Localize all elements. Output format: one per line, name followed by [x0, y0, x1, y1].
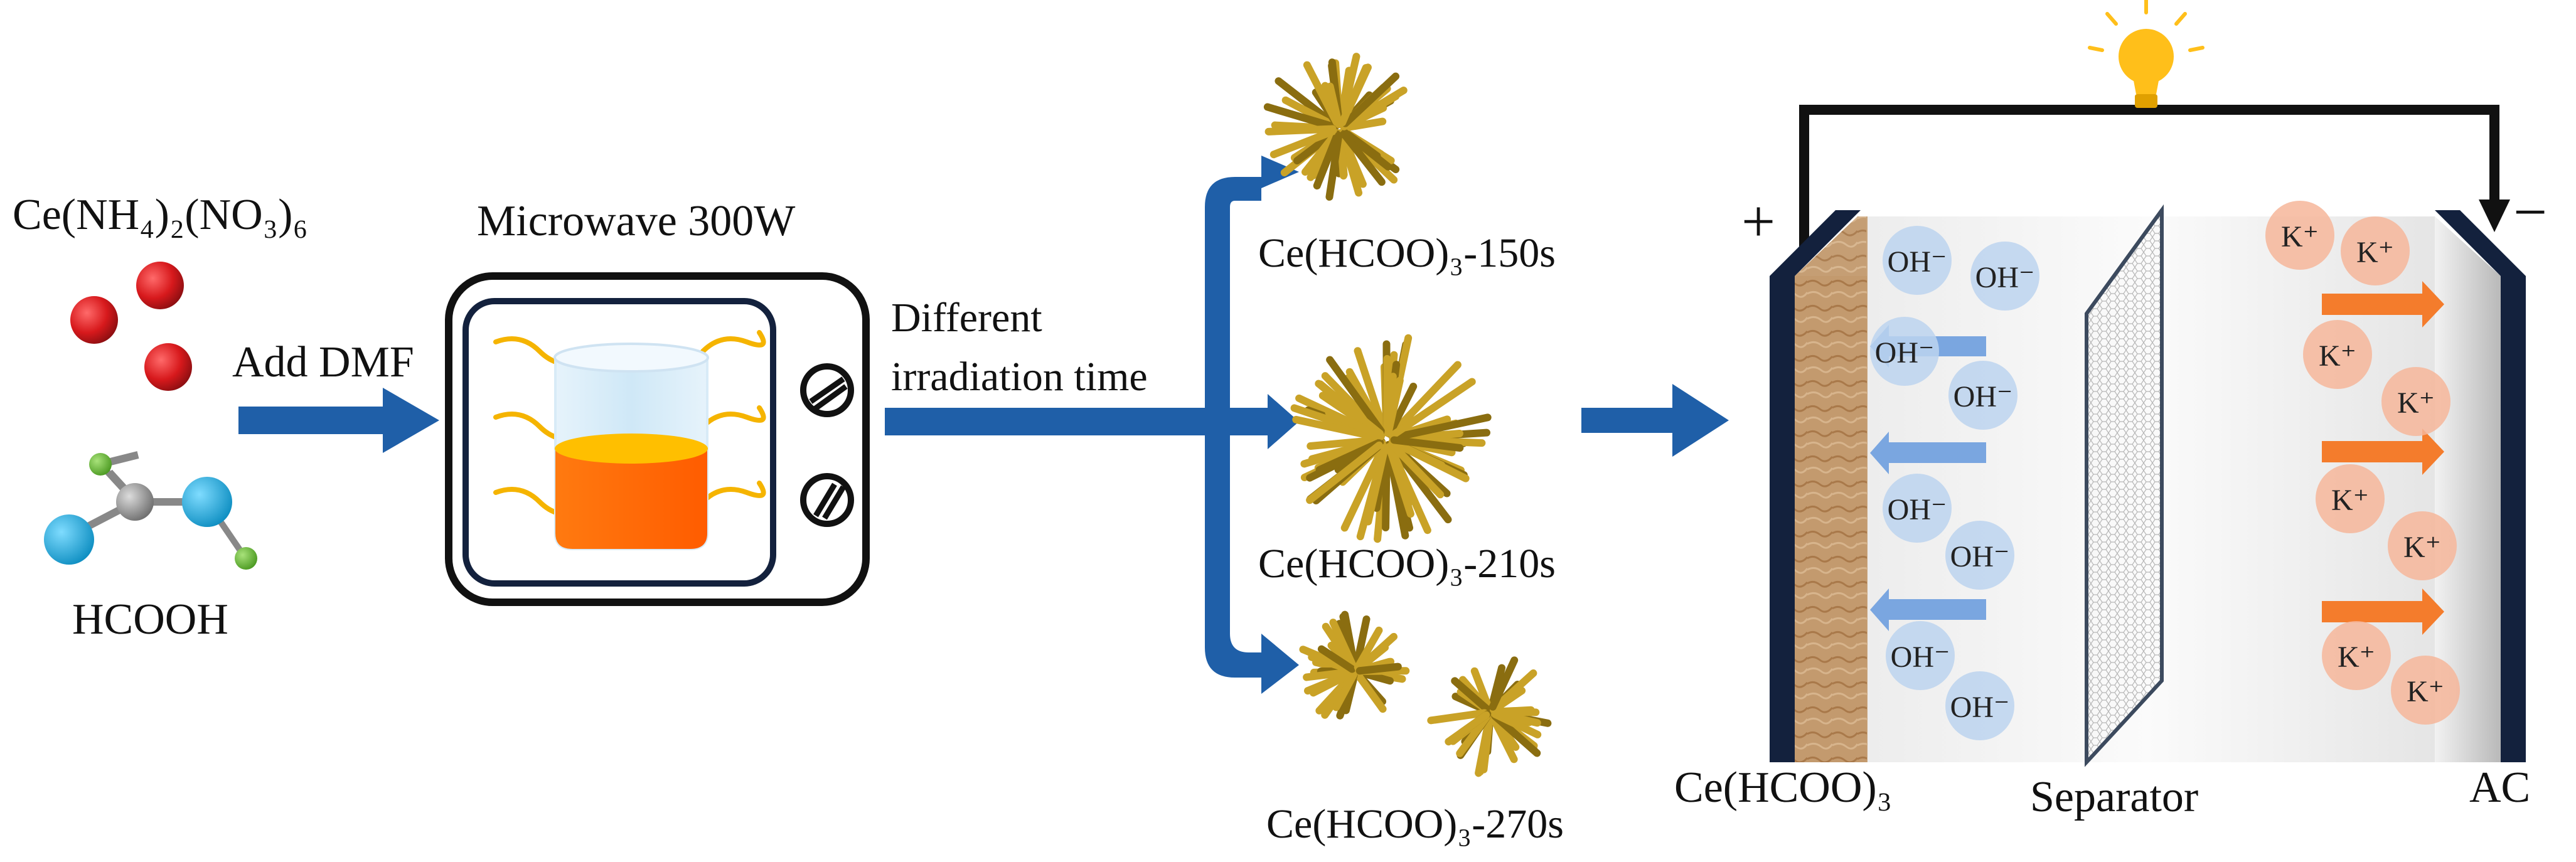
- ce-ion-sphere: [144, 343, 192, 391]
- anion-bubble: OH⁻: [1945, 671, 2014, 740]
- nanostructure-clusters: [1263, 53, 1552, 777]
- anion-bubble-label: OH⁻: [1875, 336, 1935, 370]
- microwave-icon: [445, 272, 870, 606]
- cation-bubble: K⁺: [2391, 656, 2460, 725]
- product-label-150s: Ce(HCOO)₃-150s: [1258, 230, 1556, 276]
- anion-bubble: OH⁻: [1883, 474, 1952, 543]
- external-circuit-wire: [1799, 105, 2499, 248]
- anion-bubble-label: OH⁻: [1975, 261, 2035, 294]
- anion-bubble-label: OH⁻: [1953, 380, 2013, 413]
- electrode-left-label: Ce(HCOO)₃: [1674, 764, 1892, 812]
- right-electrode-active: [2435, 216, 2501, 762]
- beaker-icon: [553, 343, 709, 550]
- left-electrode-frame: [1770, 210, 1861, 762]
- nanostructure-cluster: [1427, 656, 1552, 777]
- microwave-label: Microwave 300W: [477, 197, 795, 245]
- add-solvent-label: Add DMF: [232, 338, 414, 386]
- product-label-210s: Ce(HCOO)₃-210s: [1258, 541, 1556, 587]
- cation-bubble: K⁺: [2265, 201, 2334, 270]
- anion-bubble: OH⁻: [1870, 317, 1939, 386]
- cation-bubble-label: K⁺: [2407, 675, 2444, 708]
- cation-bubble-label: K⁺: [2281, 220, 2319, 253]
- cation-bubble-label: K⁺: [2397, 386, 2435, 420]
- ce-ion-sphere: [136, 262, 184, 309]
- left-electrode-face: [1795, 276, 1867, 762]
- electrode-right-label: AC: [2469, 764, 2530, 812]
- cation-bubble: K⁺: [2316, 464, 2385, 533]
- microwave-knob-top-icon: [800, 363, 854, 417]
- nanostructure-cluster: [1263, 53, 1408, 201]
- cation-bubble: K⁺: [2303, 320, 2372, 389]
- acid-label: HCOOH: [72, 595, 228, 644]
- anion-bubble: OH⁻: [1948, 361, 2018, 430]
- microwave-knob-bottom-icon: [800, 473, 854, 527]
- ce-ion-sphere: [70, 296, 118, 344]
- cation-bubble: K⁺: [2322, 621, 2391, 690]
- cation-bubble: K⁺: [2341, 216, 2410, 285]
- ion-bubbles: OH⁻OH⁻OH⁻OH⁻OH⁻OH⁻OH⁻OH⁻K⁺K⁺K⁺K⁺K⁺K⁺K⁺K⁺: [1870, 201, 2460, 740]
- cation-bubble-label: K⁺: [2403, 531, 2441, 564]
- anion-bubble: OH⁻: [1970, 242, 2039, 311]
- cation-bubble-label: K⁺: [2331, 484, 2369, 517]
- current-arrow-icon: [2479, 200, 2510, 232]
- cation-bubble-label: K⁺: [2319, 339, 2356, 373]
- irradiation-label-line2: irradiation time: [891, 354, 1148, 400]
- anion-bubble-label: OH⁻: [1950, 540, 2010, 573]
- ce-salt-label: Ce(NH₄)₂(NO₃)₆: [13, 191, 308, 239]
- branch-arrows: [885, 156, 1299, 694]
- anion-bubble: OH⁻: [1886, 621, 1955, 690]
- anion-bubble-label: OH⁻: [1888, 493, 1947, 526]
- molecule-icon: [44, 451, 257, 570]
- lightbulb-icon: [2088, 0, 2205, 108]
- cation-bubble: K⁺: [2381, 367, 2450, 436]
- anion-bubble: OH⁻: [1883, 226, 1952, 295]
- ce-ion-spheres: [70, 262, 192, 391]
- anion-bubble-label: OH⁻: [1950, 691, 2010, 724]
- positive-terminal-label: +: [1741, 188, 1775, 255]
- cation-bubble-label: K⁺: [2338, 641, 2375, 674]
- flow-arrow-to-device: [1581, 384, 1729, 457]
- cation-bubble: K⁺: [2388, 511, 2457, 580]
- nanostructure-cluster: [1299, 610, 1410, 720]
- irradiation-label-line1: Different: [891, 295, 1042, 341]
- nanostructure-cluster: [1290, 334, 1492, 543]
- anion-bubble: OH⁻: [1945, 521, 2014, 590]
- cation-bubble-label: K⁺: [2356, 236, 2394, 269]
- cation-flow-arrows: [2322, 281, 2444, 635]
- anion-bubble-label: OH⁻: [1891, 641, 1950, 674]
- negative-terminal-label: −: [2513, 178, 2547, 245]
- anion-bubble-label: OH⁻: [1888, 245, 1947, 279]
- product-label-270s: Ce(HCOO)₃-270s: [1266, 801, 1564, 847]
- right-electrode-frame: [2501, 276, 2526, 762]
- supercapacitor-device: + − OH⁻OH⁻OH⁻OH⁻OH⁻OH⁻OH⁻OH⁻K⁺K⁺K⁺K⁺K⁺K⁺…: [1741, 0, 2547, 767]
- separator-label: Separator: [2030, 773, 2198, 821]
- flow-arrow-1: [238, 388, 439, 453]
